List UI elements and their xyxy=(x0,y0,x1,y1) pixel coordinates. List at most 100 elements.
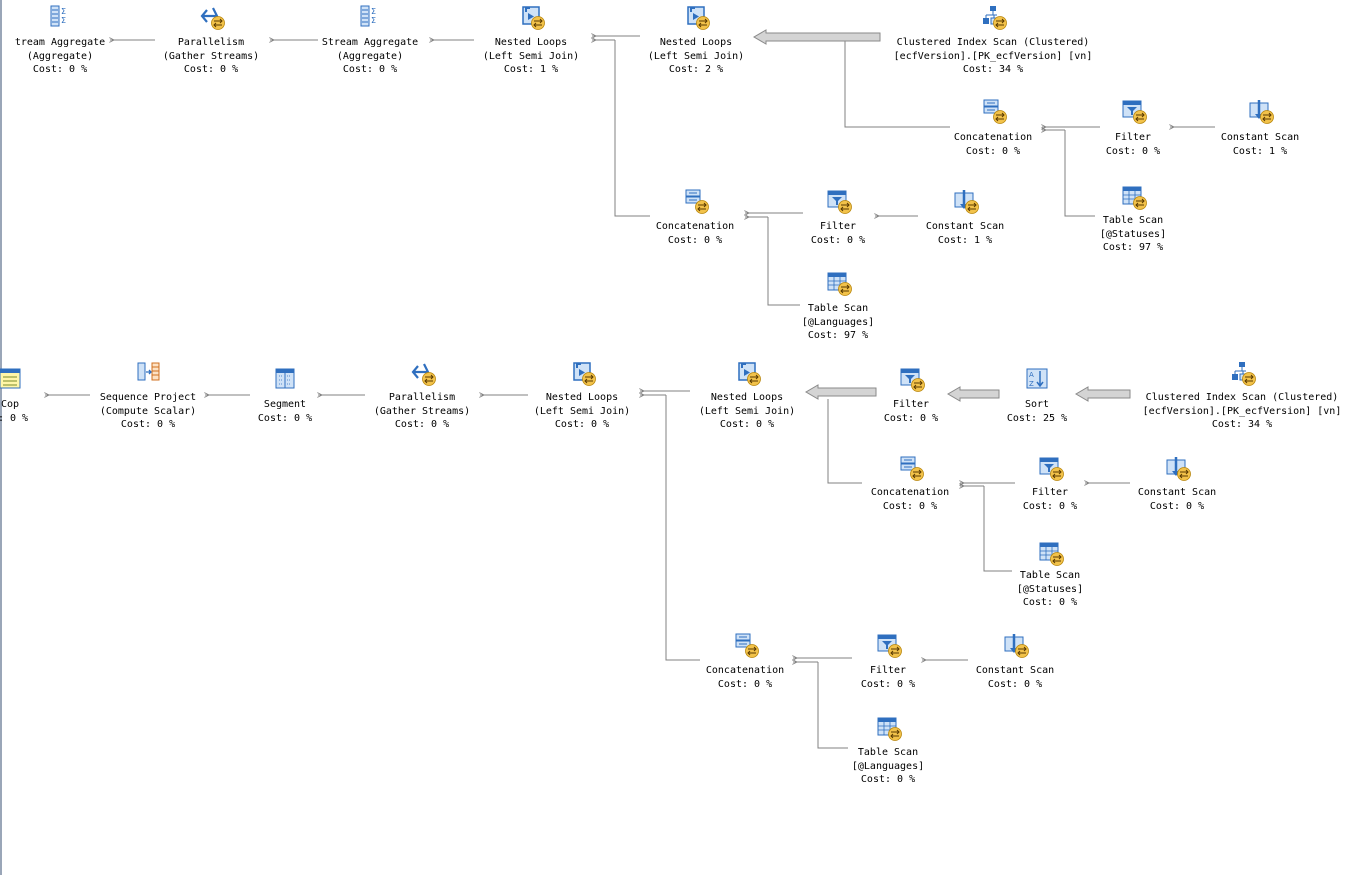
operator-label-line: Cost: 1 % xyxy=(937,234,993,246)
operator-label-line: Cost: 0 % xyxy=(342,64,398,76)
operator-label-line: Cost: 0 % xyxy=(1105,145,1161,157)
operator-label-line: Cost: 0 % xyxy=(394,419,450,431)
svg-text:A: A xyxy=(1029,371,1034,379)
operator-label-line: Cost: 1 % xyxy=(1232,145,1288,157)
operator-label-line: [ecfVersion].[PK_ecfVersion] [vn] xyxy=(1142,405,1342,417)
operator-label-line: Clustered Index Scan (Clustered) xyxy=(896,37,1090,48)
operator-label-line: (Gather Streams) xyxy=(162,50,260,62)
table-scan-icon xyxy=(877,717,902,741)
sort-icon: A Z xyxy=(1026,368,1048,389)
concatenation-icon xyxy=(983,99,1007,124)
operator-label-line: :: 0 % xyxy=(0,412,29,424)
operator-label-line: Clustered Index Scan (Clustered) xyxy=(1145,392,1339,403)
table-scan-icon xyxy=(1039,542,1064,566)
operator-label-line: Nested Loops xyxy=(545,392,619,403)
operator-label-line: Cost: 0 % xyxy=(1022,500,1078,512)
operator-label: Clustered Index Scan (Clustered)[ecfVers… xyxy=(843,36,1143,77)
svg-text:Σ: Σ xyxy=(371,7,376,16)
operator-label-line: Concatenation xyxy=(655,221,735,232)
operator-label-line: Sort xyxy=(1024,399,1050,410)
operator-label-line: [@Statuses] xyxy=(1099,228,1167,240)
parallelism-icon xyxy=(200,7,225,30)
operator-label: Parallelism(Gather Streams)Cost: 0 % xyxy=(272,391,572,432)
parallelism-icon xyxy=(411,363,436,386)
operator-label-line: (Left Semi Join) xyxy=(647,50,745,62)
operator-label-line: Constant Scan xyxy=(1137,487,1217,498)
operator-label-line: Filter xyxy=(819,221,857,232)
constant-scan-icon xyxy=(1249,100,1274,124)
operator-label-line: Concatenation xyxy=(705,665,785,676)
operator-label: Table Scan [@Statuses] Cost: 0 % xyxy=(900,569,1200,610)
nested-loops-icon xyxy=(738,362,761,386)
operator-label-line: Table Scan xyxy=(857,747,919,758)
operator-label-line: (Left Semi Join) xyxy=(482,50,580,62)
operator-label-line: (Aggregate) xyxy=(336,50,404,62)
nested-loops-icon xyxy=(522,6,545,30)
operator-label: Nested Loops (Left Semi Join) Cost: 0 % xyxy=(597,391,897,432)
operator-label-line: Cost: 97 % xyxy=(1102,242,1164,254)
operator-label: Nested Loops(Left Semi Join)Cost: 1 % xyxy=(381,36,681,77)
constant-scan-icon xyxy=(1166,457,1191,481)
nested-loops-icon xyxy=(687,6,710,30)
operator-label-line: Cost: 0 % xyxy=(965,145,1021,157)
filter-icon xyxy=(827,190,852,214)
operator-label-line: Cost: 0 % xyxy=(860,774,916,786)
operator-label-line: Cost: 34 % xyxy=(962,64,1024,76)
operator-label-line: Cost: 0 % xyxy=(32,64,88,76)
operator-label-line: Nested Loops xyxy=(659,37,733,48)
operator-label-line: Nested Loops xyxy=(710,392,784,403)
operator-label-line: Table Scan xyxy=(1019,570,1081,581)
operator-label-line: (Left Semi Join) xyxy=(698,405,796,417)
operator-label-line: Table Scan xyxy=(807,303,869,314)
concatenation-icon xyxy=(735,633,759,658)
operator-label-line: Cost: 97 % xyxy=(807,330,869,342)
operator-label-line: Sequence Project xyxy=(99,392,197,403)
filter-icon xyxy=(877,634,902,658)
filter-icon xyxy=(900,368,925,392)
operator-label: Parallelism(Gather Streams)Cost: 0 % xyxy=(61,36,361,77)
left-edge-border xyxy=(0,0,2,875)
table-scan-icon xyxy=(827,272,852,296)
operator-label-line: Cost: 0 % xyxy=(257,412,313,424)
stream-aggregate-icon: Σ Σ xyxy=(360,5,376,27)
top-icon xyxy=(0,368,21,389)
operator-label-line: Cost: 0 % xyxy=(860,678,916,690)
operator-label-line: Table Scan xyxy=(1102,215,1164,226)
operator-label: Table Scan[@Languages]Cost: 0 % xyxy=(738,746,1038,787)
operator-label-line: Cost: 0 % xyxy=(719,419,775,431)
concatenation-icon xyxy=(685,189,709,214)
concatenation-icon xyxy=(900,456,924,481)
operator-label: Stream Aggregate (Aggregate) Cost: 0 % xyxy=(220,36,520,77)
operator-label-line: Cost: 0 % xyxy=(810,234,866,246)
operator-label: Nested Loops(Left Semi Join)Cost: 0 % xyxy=(432,391,732,432)
filter-icon xyxy=(1122,100,1147,124)
operator-label-line: Stream Aggregate xyxy=(321,37,419,48)
segment-icon xyxy=(275,368,295,389)
stream-aggregate-icon: Σ Σ xyxy=(50,5,66,27)
operator-label-line: (Left Semi Join) xyxy=(533,405,631,417)
operator-label-line: Segment xyxy=(263,399,307,410)
table-scan-icon xyxy=(1122,186,1147,210)
operator-label-line: [@Statuses] xyxy=(1016,583,1084,595)
operator-label-line: Concatenation xyxy=(870,487,950,498)
operator-label-line: Cost: 0 % xyxy=(1022,597,1078,609)
operator-label-line: (Aggregate) xyxy=(26,50,94,62)
operator-label-line: Filter xyxy=(1031,487,1069,498)
operator-label-line: Cost: 2 % xyxy=(668,64,724,76)
operator-label-line: Filter xyxy=(892,399,930,410)
operator-label-line: Cost: 25 % xyxy=(1006,412,1068,424)
sequence-project-icon xyxy=(137,362,160,381)
svg-text:Σ: Σ xyxy=(371,16,376,25)
